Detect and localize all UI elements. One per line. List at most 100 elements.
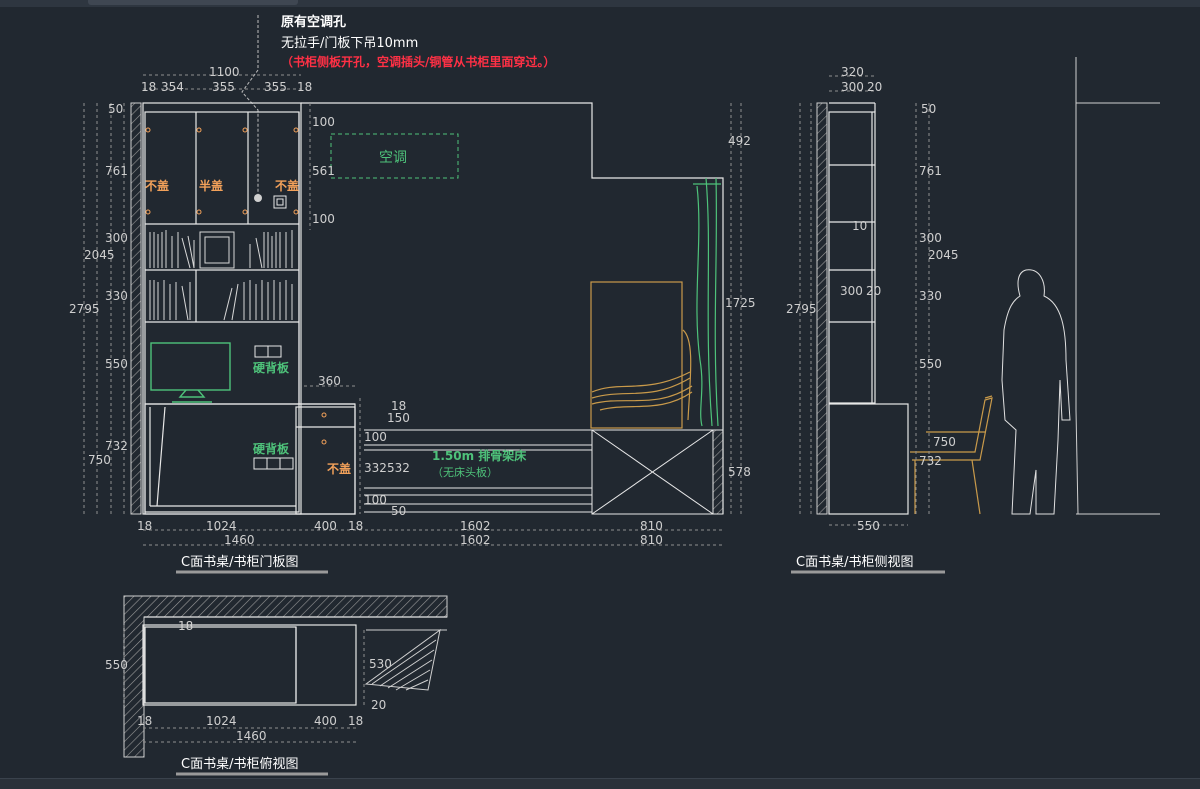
dim-bottom-400: 400: [314, 519, 337, 533]
side-dim-300b: 300: [840, 284, 863, 298]
top-dim-550: 550: [105, 658, 128, 672]
top-wall-hatch: [123, 595, 448, 758]
side-wall-hatch: [816, 102, 828, 515]
dim-bottom-1602a: 1602: [460, 519, 491, 533]
notes: 原有空调孔 无拉手/门板下吊10mm （书柜侧板开孔，空调插头/铜管从书柜里面穿…: [241, 14, 555, 202]
chair: [910, 395, 993, 515]
label-half-cover: 半盖: [199, 178, 223, 193]
top-dim-18b: 18: [348, 714, 363, 728]
note-aircon-hole: 原有空调孔: [281, 14, 346, 30]
cabinet-outline: [142, 102, 356, 515]
dim-bottom-1024: 1024: [206, 519, 237, 533]
dim-mid-332: 332: [364, 461, 387, 475]
curtain: [693, 177, 721, 427]
window-sill-hatch: [364, 628, 447, 691]
front-view-title: C面书桌/书柜门板图: [181, 555, 298, 570]
side-wall-line: [1075, 57, 1079, 515]
top-view-title: C面书桌/书柜俯视图: [181, 756, 298, 772]
side-dim-300a: 300: [841, 80, 864, 94]
top-dim-1460: 1460: [236, 729, 267, 743]
dim-left-550: 550: [105, 357, 128, 371]
side-dim-550: 550: [919, 357, 942, 371]
dim-top-total: 1100: [209, 65, 240, 79]
dim-left-750: 750: [88, 453, 111, 467]
status-line: [0, 778, 1200, 789]
front-dim-texts: 1100 18 354 355 355 18 50 761 300 2045 3…: [69, 65, 756, 547]
note-no-handle: 无拉手/门板下吊10mm: [281, 36, 418, 51]
side-dim-50: 50: [921, 102, 936, 116]
side-dim-732: 732: [919, 454, 942, 468]
side-dim-330: 330: [919, 289, 942, 303]
dim-mid-532: 532: [387, 461, 410, 475]
dim-mid-100c: 100: [364, 430, 387, 444]
dim-bottom-810b: 810: [640, 533, 663, 547]
curtain-tie: [591, 329, 693, 421]
top-desk-outline: [142, 616, 447, 706]
label-no-cover-right: 不盖: [275, 178, 299, 193]
dim-left-732: 732: [105, 439, 128, 453]
leader-line: [241, 15, 259, 196]
dim-left-300: 300: [105, 231, 128, 245]
top-dimension-lines: [123, 625, 365, 743]
dim-right-1725: 1725: [725, 296, 756, 310]
cad-drawing-canvas: 原有空调孔 无拉手/门板下吊10mm （书柜侧板开孔，空调插头/铜管从书柜里面穿…: [69, 14, 1160, 776]
label-bed-sub: （无床头板）: [432, 465, 498, 479]
label-bed: 1.50m 排骨架床: [432, 448, 527, 463]
dim-top-355b: 355: [264, 80, 287, 94]
label-hard-back-upper: 硬背板: [253, 360, 290, 375]
dim-left-330: 330: [105, 289, 128, 303]
top-dim-18a: 18: [137, 714, 152, 728]
person-silhouette: [1001, 269, 1071, 515]
side-dimension-lines: [799, 75, 930, 526]
side-dim-761: 761: [919, 164, 942, 178]
side-dim-10: 10: [852, 219, 867, 233]
note-cabinet-hole: （书柜侧板开孔，空调插头/铜管从书柜里面穿过。）: [281, 54, 555, 69]
top-dim-400: 400: [314, 714, 337, 728]
label-no-cover-left: 不盖: [145, 178, 169, 193]
side-cabinet: [828, 102, 909, 515]
aircon-hole-marker: [254, 194, 262, 202]
dim-left-761: 761: [105, 164, 128, 178]
books: [149, 230, 293, 321]
dim-bottom-18b: 18: [348, 519, 363, 533]
dim-left-2795: 2795: [69, 302, 100, 316]
drawing-tab[interactable]: [88, 0, 298, 5]
top-dim-20: 20: [371, 698, 386, 712]
side-dim-texts: 320 300 20 10 300 20 2795 50 761 300 204…: [786, 65, 959, 533]
side-dim-320: 320: [841, 65, 864, 79]
dim-right-578: 578: [728, 465, 751, 479]
wall-hatch: [130, 102, 142, 515]
top-dim-texts: 550 18 530 20 18 1024 400 18 1460: [105, 619, 392, 743]
dim-bottom-18a: 18: [137, 519, 152, 533]
dim-mid-100a: 100: [312, 115, 335, 129]
side-dim-20a: 20: [867, 80, 882, 94]
side-view: 320 300 20 10 300 20 2795 50 761 300 204…: [786, 57, 1160, 574]
dimension-lines: [83, 74, 742, 546]
dim-top-354: 354: [161, 80, 184, 94]
label-aircon: 空调: [379, 150, 407, 166]
dim-mid-150: 150: [387, 411, 410, 425]
label-no-cover-desk: 不盖: [327, 461, 351, 476]
dim-mid-50: 50: [391, 504, 406, 518]
dim-top-18b: 18: [297, 80, 312, 94]
dim-bottom-810a: 810: [640, 519, 663, 533]
window-frame: [590, 281, 683, 429]
side-dim-750: 750: [933, 435, 956, 449]
side-dim-20b: 20: [866, 284, 881, 298]
top-dim-1024: 1024: [206, 714, 237, 728]
top-dim-18-inner: 18: [178, 619, 193, 633]
dim-left-50: 50: [108, 102, 123, 116]
dim-mid-100d: 100: [364, 493, 387, 507]
wall-outline: [301, 102, 724, 514]
outlet-boxes: [253, 195, 294, 470]
side-dim-2795: 2795: [786, 302, 817, 316]
door-hinge-markers: [145, 127, 327, 445]
dim-top-18a: 18: [141, 80, 156, 94]
bed: [364, 429, 724, 515]
front-view: 不盖 半盖 不盖 不盖 硬背板 硬背板 空调: [69, 65, 756, 574]
dim-mid-18: 18: [391, 399, 406, 413]
dim-mid-561: 561: [312, 164, 335, 178]
dim-right-492: 492: [728, 134, 751, 148]
monitor: [150, 342, 231, 403]
aircon-unit: [330, 133, 459, 179]
